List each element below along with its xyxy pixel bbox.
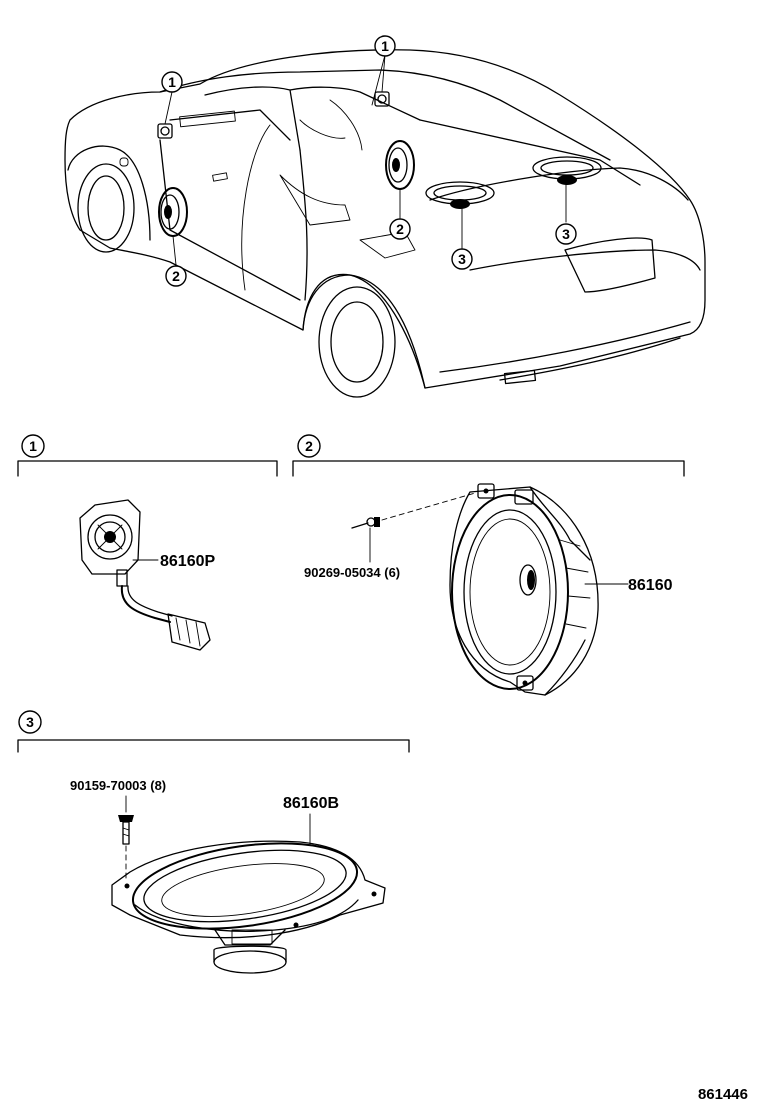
part-number-86160: 86160	[628, 577, 673, 594]
tweeter-part	[79, 499, 211, 651]
svg-text:3: 3	[458, 251, 466, 267]
svg-text:2: 2	[305, 438, 313, 454]
svg-text:1: 1	[168, 74, 176, 90]
svg-text:3: 3	[26, 714, 34, 730]
part-number-86160P: 86160P	[160, 553, 215, 570]
front-left-door-speaker	[158, 187, 188, 237]
car-callout-1b: 1	[374, 35, 396, 57]
front-right-door-speaker	[385, 140, 415, 190]
section-1-callout: 1	[21, 434, 45, 458]
screw-90159	[118, 795, 134, 881]
part-number-86160B: 86160B	[283, 795, 339, 812]
svg-text:1: 1	[29, 438, 37, 454]
svg-text:2: 2	[172, 268, 180, 284]
rear-right-speaker	[532, 156, 602, 185]
rear-speaker-part	[111, 813, 386, 974]
front-speaker-part	[449, 483, 629, 696]
section-2-bracket	[292, 460, 685, 477]
section-3-bracket	[17, 739, 410, 753]
drawing-number: 861446	[698, 1086, 748, 1103]
section-1: 1 86160P	[17, 434, 278, 651]
screw-90269	[351, 492, 476, 563]
section-3-callout: 3	[18, 710, 42, 734]
svg-text:2: 2	[396, 221, 404, 237]
section-2-callout: 2	[297, 434, 321, 458]
car-callout-2b: 2	[389, 218, 411, 240]
part-number-90159-70003: 90159-70003 (8)	[70, 778, 166, 793]
section-1-bracket	[17, 460, 278, 477]
svg-text:3: 3	[562, 226, 570, 242]
car-callout-2a: 2	[165, 265, 187, 287]
section-3: 3 90159-70003 (8) 86160B	[17, 710, 410, 974]
rear-left-speaker	[425, 181, 495, 209]
tweeter-left	[157, 123, 173, 139]
section-2: 2 90269-05034 (6)	[292, 434, 685, 696]
car-callout-3a: 3	[451, 248, 473, 270]
car-illustration: 1 1 2 2 3 3	[64, 35, 706, 398]
car-callout-1a: 1	[161, 71, 183, 93]
car-callout-3b: 3	[555, 223, 577, 245]
svg-text:1: 1	[381, 38, 389, 54]
part-number-90269-05034: 90269-05034 (6)	[304, 565, 400, 580]
